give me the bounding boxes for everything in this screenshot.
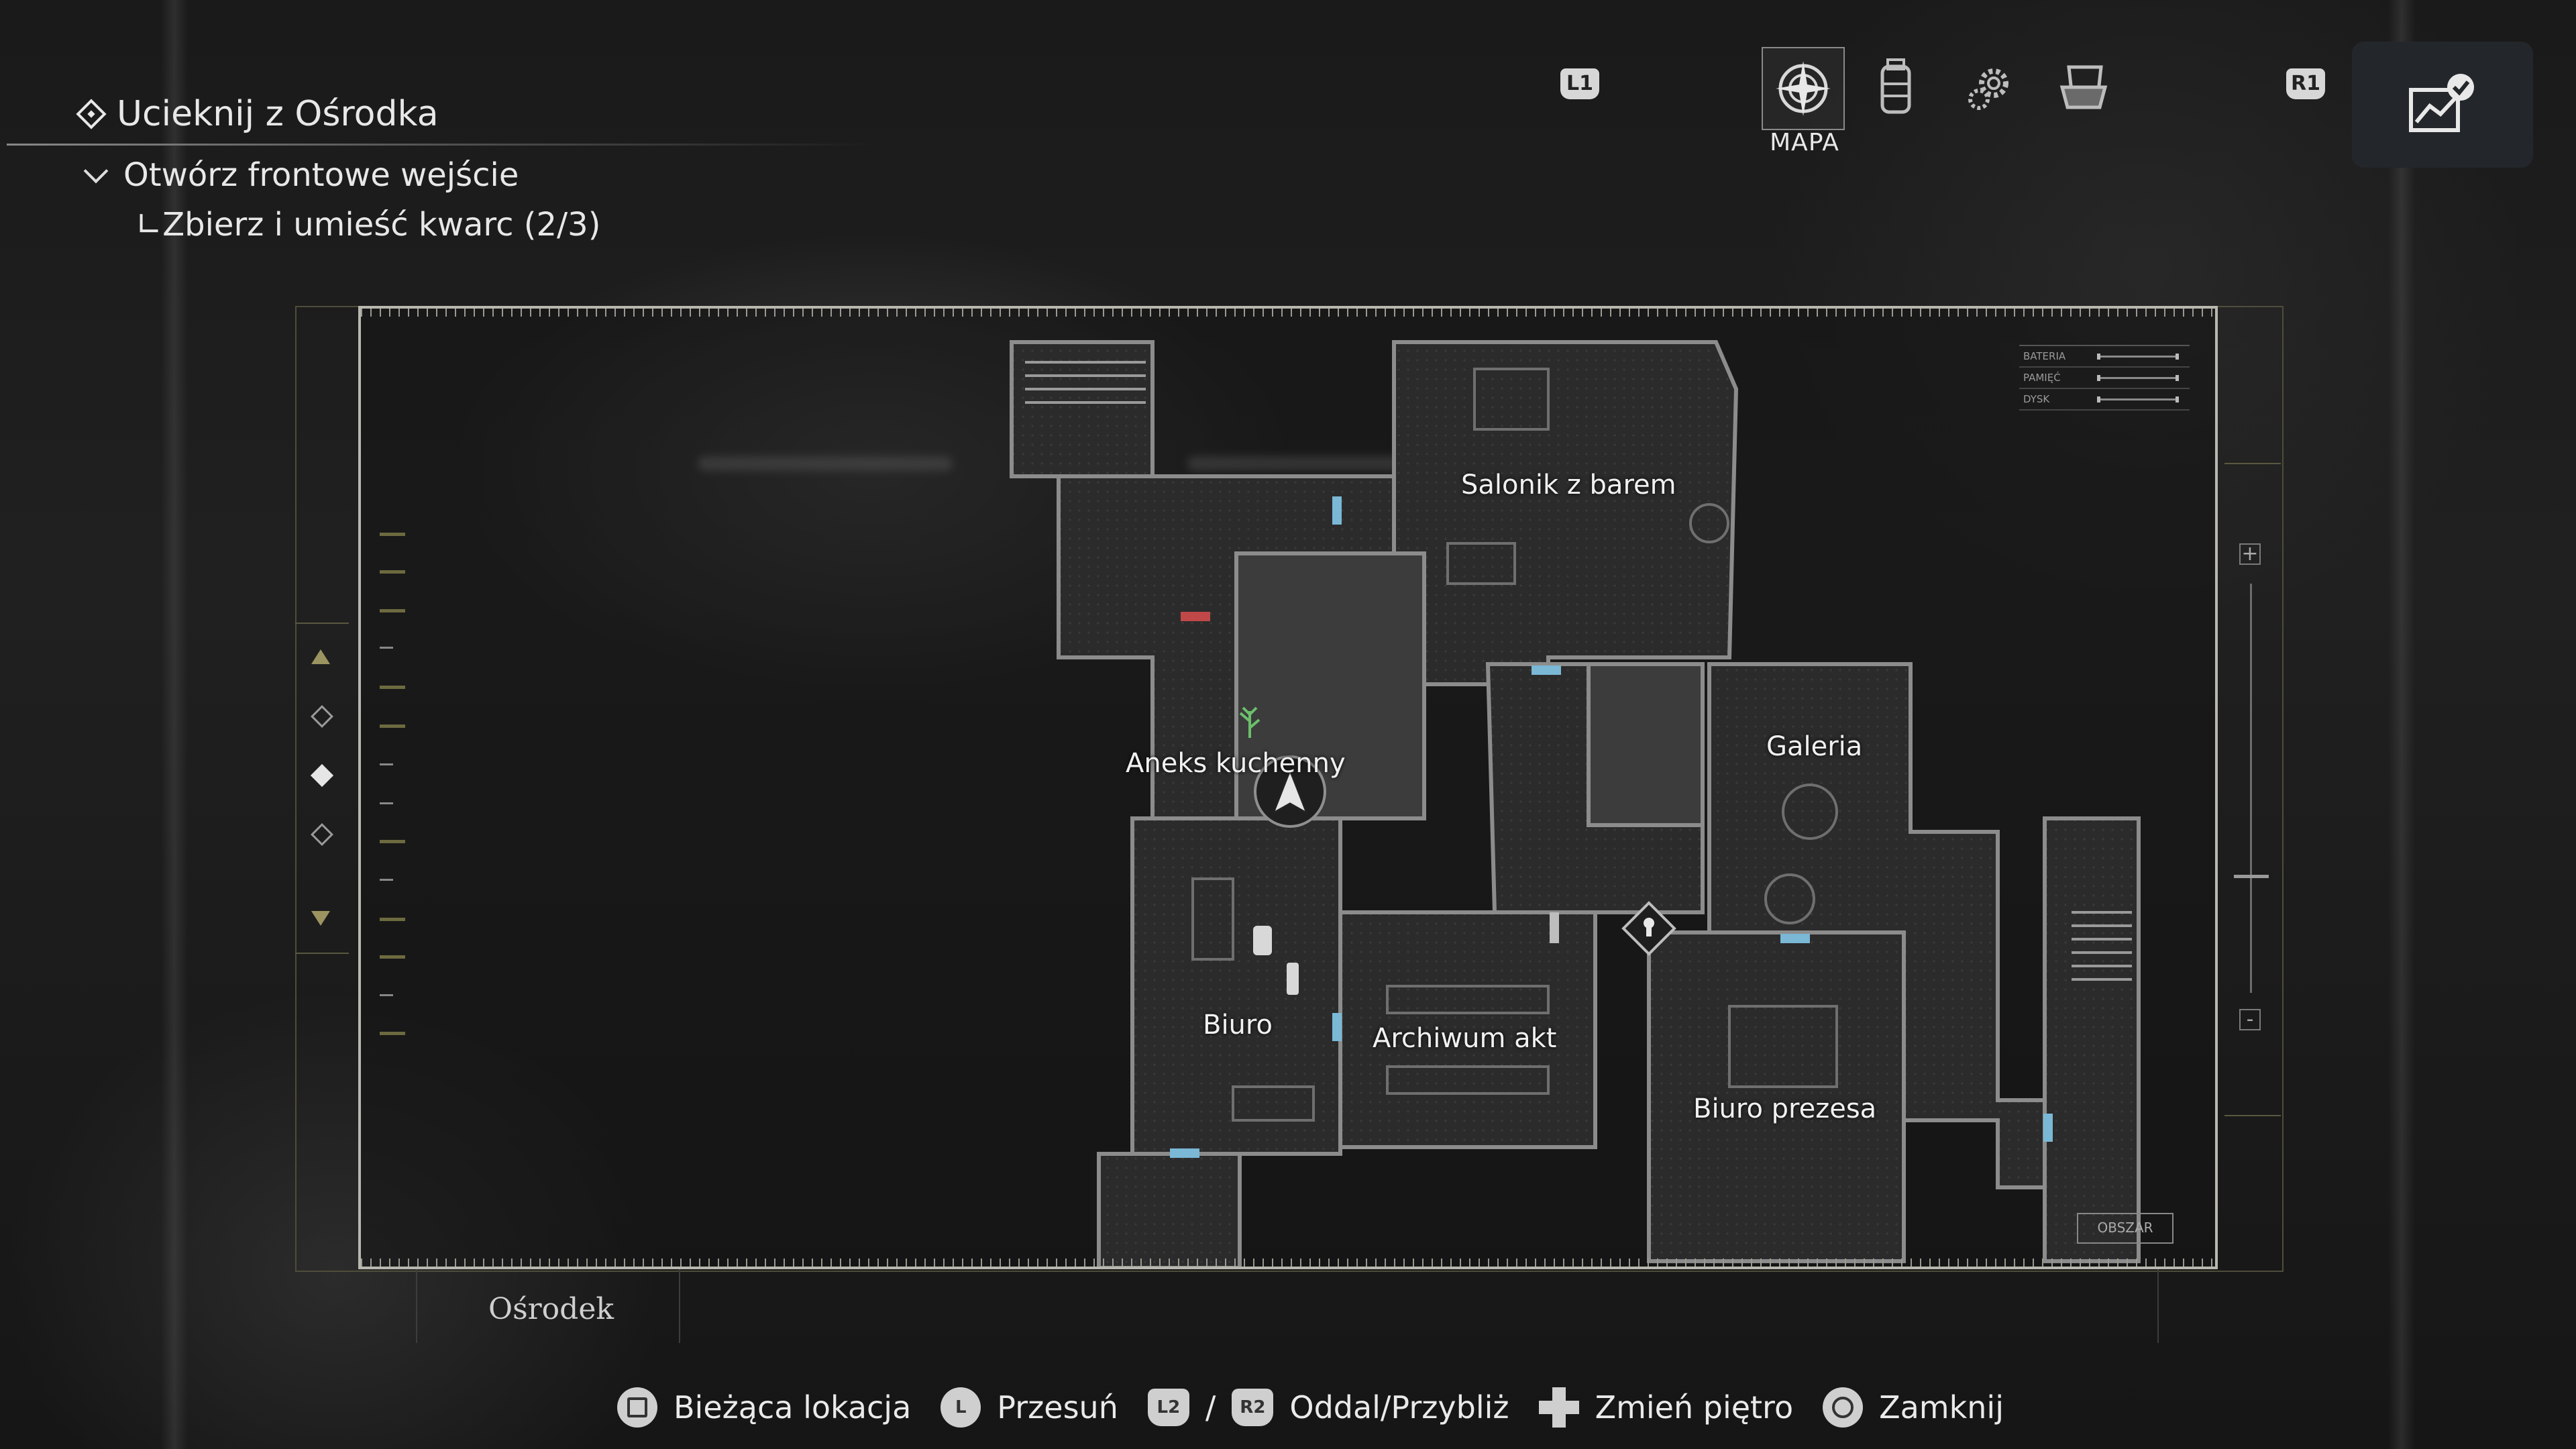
status-battery-label: BATERIA [2023, 350, 2066, 362]
ruler-tick [380, 994, 393, 996]
device-status-widget: BATERIA PAMIĘĆ DYSK [2019, 345, 2190, 411]
item-bottle-icon [1287, 963, 1299, 995]
keyhole-marker [1621, 901, 1676, 956]
hint-zoom-separator: / [1205, 1389, 1216, 1426]
map-viewport[interactable]: Salonik z barem Aneks kuchenny Galeria B… [358, 306, 2218, 1269]
background-pillar [2388, 0, 2415, 1449]
room-label-aneks: Aneks kuchenny [1126, 748, 1346, 779]
area-tag: OBSZAR [2077, 1213, 2174, 1244]
room-label-salonik: Salonik z barem [1461, 470, 1676, 500]
zoom-out-button[interactable]: - [2239, 1009, 2261, 1030]
tab-map-label: MAPA [1770, 129, 1839, 156]
herb-item-icon [1239, 706, 1260, 738]
ruler-tick [380, 570, 405, 574]
ruler-tick [380, 609, 405, 612]
ruler-tick [380, 724, 405, 728]
ruler-tick [380, 533, 405, 536]
left-stick-icon: L [941, 1387, 981, 1428]
hint-zoom-label: Oddal/Przybliż [1289, 1389, 1509, 1426]
dpad-icon [1538, 1387, 1579, 1428]
objective-title-row: Ucieknij z Ośrodka [76, 94, 805, 134]
files-icon [2059, 65, 2108, 109]
floor-indicator[interactable] [311, 705, 333, 728]
circle-button-icon [1823, 1387, 1864, 1428]
ruler-tick [380, 1032, 405, 1035]
ruler-tick [380, 879, 393, 881]
hint-current-location[interactable]: Bieżąca lokacja [617, 1387, 911, 1428]
floor-selector [295, 623, 349, 954]
tab-settings[interactable] [1949, 47, 2030, 127]
tab-files[interactable] [2043, 47, 2124, 127]
player-position-marker [1254, 755, 1326, 828]
hint-close-label: Zamknij [1879, 1389, 2004, 1426]
hint-close[interactable]: Zamknij [1823, 1387, 2004, 1428]
objective-step: ∟Zbierz i umieść kwarc (2/3) [136, 206, 601, 244]
room-label-biuro-prezesa: Biuro prezesa [1693, 1093, 1877, 1124]
objective-divider [7, 144, 879, 146]
status-disk-bar [2097, 396, 2179, 402]
chevron-down-icon [83, 158, 109, 184]
ruler-tick [380, 955, 405, 959]
background-pillar [161, 0, 188, 1449]
status-disk-label: DYSK [2023, 393, 2050, 405]
floor-indicator[interactable] [311, 823, 333, 846]
status-memory-bar [2097, 374, 2179, 381]
room-label-galeria: Galeria [1766, 731, 1863, 762]
zoom-panel [2224, 463, 2281, 1116]
r2-trigger-icon: R2 [1232, 1389, 1274, 1426]
zoom-in-button[interactable]: + [2239, 543, 2261, 565]
l2-trigger-icon: L2 [1147, 1389, 1189, 1426]
area-name: Ośrodek [488, 1292, 614, 1326]
floor-down-button[interactable] [311, 911, 333, 932]
item-case-icon [1253, 926, 1272, 955]
objective-subtask: Otwórz frontowe wejście [123, 156, 519, 194]
hint-move[interactable]: L Przesuń [941, 1387, 1118, 1428]
hint-zoom[interactable]: L2 / R2 Oddal/Przybliż [1147, 1389, 1509, 1426]
floor-plan [1010, 340, 2141, 1267]
objective-diamond-icon [76, 99, 107, 129]
settings-gear-icon [1968, 68, 2008, 110]
floor-indicator-current[interactable] [311, 764, 333, 787]
r1-bumper-icon[interactable]: R1 [2286, 68, 2325, 99]
area-strip [358, 1269, 2169, 1343]
hint-current-location-label: Bieżąca lokacja [674, 1389, 912, 1426]
hint-change-floor-label: Zmień piętro [1595, 1389, 1794, 1426]
l1-bumper-icon[interactable]: L1 [1560, 68, 1599, 99]
ruler-tick [380, 647, 393, 649]
room-label-biuro: Biuro [1203, 1010, 1273, 1040]
square-button-icon [617, 1387, 657, 1428]
ruler-tick [380, 686, 405, 689]
status-memory-label: PAMIĘĆ [2023, 372, 2061, 384]
controls-hint-bar: Bieżąca lokacja L Przesuń L2 / R2 Oddal/… [617, 1387, 2033, 1428]
map-compass-icon [1776, 61, 1831, 116]
objective-panel: Ucieknij z Ośrodka Otwórz frontowe wejśc… [7, 94, 879, 244]
report-button[interactable] [2352, 42, 2533, 168]
objective-title: Ucieknij z Ośrodka [117, 94, 439, 134]
tab-map[interactable] [1762, 47, 1845, 130]
floor-up-button[interactable] [311, 649, 333, 671]
inventory-icon [1880, 58, 1911, 114]
tab-inventory[interactable] [1856, 47, 1936, 127]
ruler-tick [380, 918, 405, 921]
ruler-tick [380, 802, 393, 804]
locked-door [1181, 612, 1210, 621]
status-battery-bar [2097, 353, 2179, 360]
hint-change-floor[interactable]: Zmień piętro [1538, 1387, 1794, 1428]
room-label-archiwum: Archiwum akt [1373, 1023, 1557, 1054]
zoom-track [2250, 584, 2252, 993]
ruler-tick [380, 763, 393, 765]
ruler-tick [380, 840, 405, 843]
zoom-slider-thumb[interactable] [2234, 875, 2269, 878]
objective-subtask-row: Otwórz frontowe wejście [83, 156, 805, 194]
hint-move-label: Przesuń [997, 1389, 1118, 1426]
report-chart-check-icon [2409, 74, 2474, 132]
